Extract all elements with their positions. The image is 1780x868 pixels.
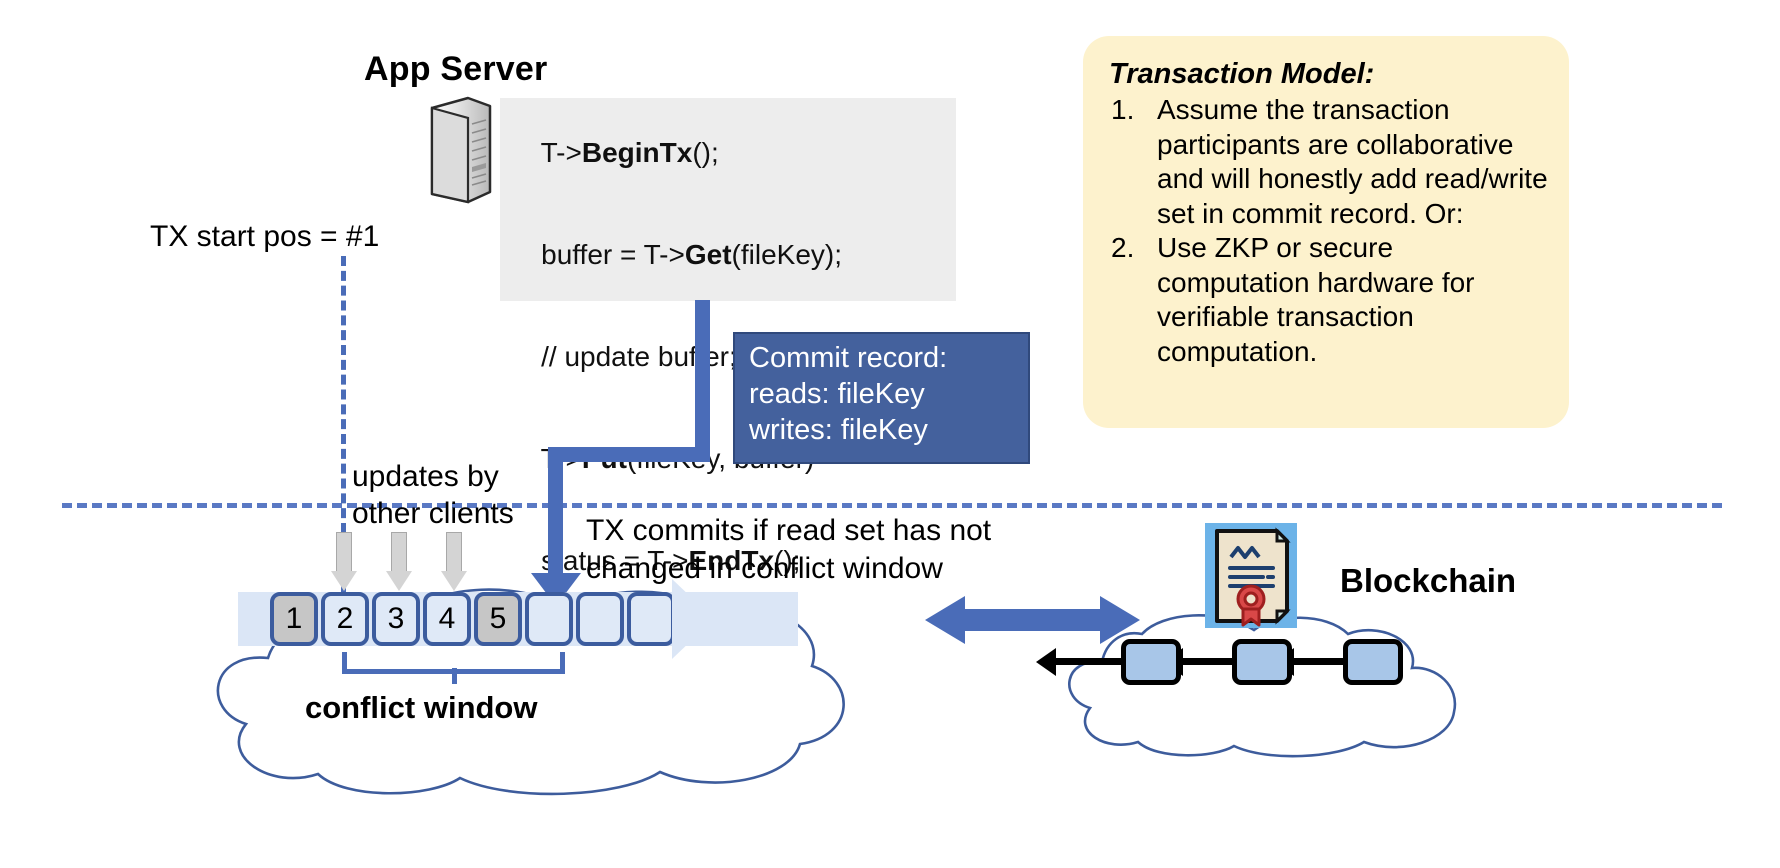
code-line: T->BeginTx(); <box>510 102 956 204</box>
list-item-number: 1. <box>1111 94 1135 125</box>
list-item-text: Assume the transaction participants are … <box>1157 94 1548 229</box>
commit-arrow-segment-horizontal <box>548 447 710 462</box>
log-entry-4[interactable]: 4 <box>423 592 471 646</box>
blockchain-link-3 <box>1291 658 1345 665</box>
log-entry-1[interactable]: 1 <box>270 592 318 646</box>
log-entry-2[interactable]: 2 <box>321 592 369 646</box>
transaction-model-list: 1. Assume the transaction participants a… <box>1109 93 1549 369</box>
list-item-number: 2. <box>1111 232 1135 263</box>
log-entry-6[interactable] <box>525 592 573 646</box>
blockchain-label: Blockchain <box>1340 562 1517 599</box>
code-pre: buffer = T-> <box>541 239 685 270</box>
update-arrow-icon-3 <box>386 532 412 591</box>
transaction-model-callout: Transaction Model: 1. Assume the transac… <box>1083 36 1569 428</box>
update-arrow-icon-4 <box>441 532 467 591</box>
tx-start-position-line <box>341 256 346 711</box>
code-post: (fileKey); <box>731 239 843 270</box>
list-item: 1. Assume the transaction participants a… <box>1109 93 1549 231</box>
blockchain-block-1[interactable] <box>1121 639 1181 685</box>
list-item: 2. Use ZKP or secure computation hardwar… <box>1109 231 1549 369</box>
updates-by-other-clients-label: updates by other clients <box>352 458 514 532</box>
system-boundary-divider <box>62 503 1722 508</box>
code-pre: T-> <box>540 137 582 168</box>
commit-record-reads: reads: fileKey <box>749 378 925 410</box>
conflict-window-label: conflict window <box>305 690 538 725</box>
server-tower-icon <box>428 96 494 204</box>
log-continues-chevron-icon <box>672 579 714 659</box>
code-post: (); <box>692 137 719 168</box>
transaction-model-title: Transaction Model: <box>1109 58 1375 90</box>
blockchain-block-2[interactable] <box>1232 639 1292 685</box>
bidirectional-exchange-arrow-icon <box>925 590 1140 650</box>
conflict-window-brace <box>342 652 565 684</box>
code-keyword: Get <box>684 239 732 270</box>
blockchain-block-3[interactable] <box>1343 639 1403 685</box>
list-item-text: Use ZKP or secure computation hardware f… <box>1157 232 1475 367</box>
tx-commits-line-2: changed in conflict window <box>586 552 943 585</box>
commit-record-writes: writes: fileKey <box>749 414 928 446</box>
blockchain-link-arrow-1-icon <box>1036 648 1056 676</box>
tx-commits-condition-label: TX commits if read set has not changed i… <box>586 512 991 588</box>
blockchain-link-2 <box>1180 658 1234 665</box>
commit-record-box: Commit record: reads: fileKey writes: fi… <box>733 332 1030 464</box>
log-entry-7[interactable] <box>576 592 624 646</box>
code-keyword: BeginTx <box>581 137 693 168</box>
commit-arrow-segment-vertical-bottom <box>548 447 563 579</box>
log-entry-8[interactable] <box>627 592 675 646</box>
updates-label-line-2: other clients <box>352 497 514 530</box>
tx-start-position-label: TX start pos = #1 <box>150 220 380 253</box>
code-line: buffer = T->Get(fileKey); <box>510 204 956 306</box>
code-line: status = T->EndTx(); <box>510 510 956 612</box>
certificate-contract-icon <box>1205 523 1297 628</box>
code-snippet-panel: T->BeginTx(); buffer = T->Get(fileKey); … <box>500 98 956 576</box>
log-entry-strip: 1 2 3 4 5 <box>270 579 714 659</box>
code-keyword: EndTx <box>688 545 775 576</box>
updates-label-line-1: updates by <box>352 460 499 493</box>
update-arrow-icon-2 <box>331 532 357 591</box>
commit-record-title: Commit record: <box>749 342 948 374</box>
log-entry-5[interactable]: 5 <box>474 592 522 646</box>
tx-commits-line-1: TX commits if read set has not <box>586 514 992 547</box>
app-server-title: App Server <box>364 50 548 88</box>
conflict-window-brace-tick <box>451 668 457 684</box>
code-post: (); <box>774 545 801 576</box>
blockchain-link-1 <box>1055 658 1123 665</box>
log-entry-3[interactable]: 3 <box>372 592 420 646</box>
commit-arrow-segment-vertical-top <box>695 300 710 462</box>
